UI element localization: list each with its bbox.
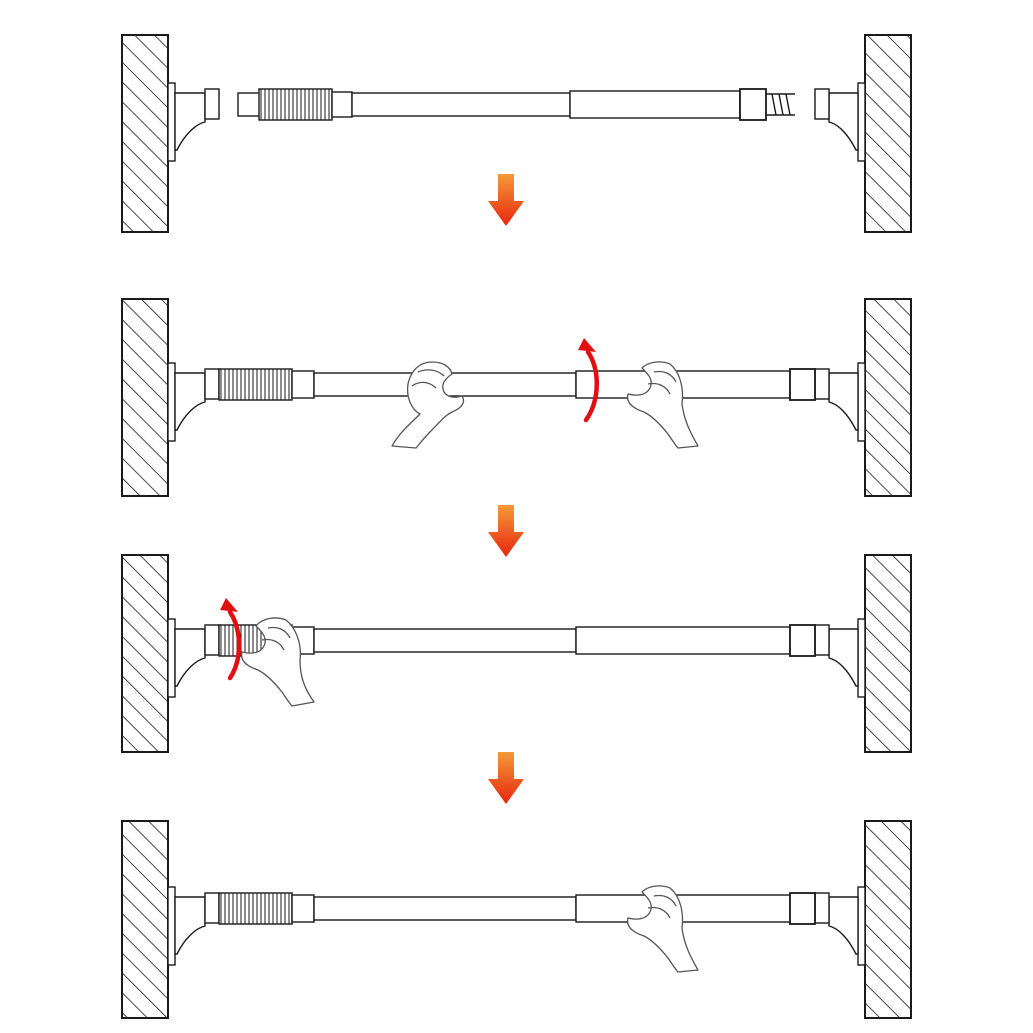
- right-end-cap: [814, 886, 866, 966]
- left-end-cap: [167, 618, 220, 698]
- step-2: [121, 298, 912, 497]
- left-end-cap: [167, 82, 220, 162]
- end-coupler: [789, 368, 816, 401]
- hand-icon: [240, 617, 315, 707]
- grip-collar: [258, 88, 333, 121]
- right-end-cap: [814, 362, 866, 442]
- end-coupler: [789, 624, 816, 657]
- inner-tube: [351, 92, 571, 117]
- right-wall: [864, 820, 912, 1019]
- down-arrow-icon: [488, 752, 524, 804]
- down-arrow-icon: [488, 505, 524, 557]
- rod-assembled: [218, 892, 816, 925]
- inner-tube: [313, 896, 577, 921]
- thread: [766, 93, 795, 116]
- right-wall: [864, 34, 912, 233]
- hand-icon: [626, 885, 699, 973]
- rotate-arrow-icon: [220, 598, 242, 681]
- step-3: [121, 554, 912, 753]
- rod-assembled: [218, 368, 816, 401]
- outer-tube: [569, 90, 741, 119]
- step-1: [121, 34, 912, 233]
- rotate-arrow-icon: [578, 338, 599, 423]
- right-end-cap: [814, 618, 866, 698]
- left-wall: [121, 820, 169, 1019]
- grip-collar: [218, 368, 293, 401]
- left-wall: [121, 34, 169, 233]
- end-coupler: [789, 892, 816, 925]
- end-coupler: [739, 88, 767, 121]
- hand-icon: [626, 361, 699, 449]
- left-end-cap: [167, 362, 220, 442]
- right-end-cap: [814, 82, 866, 162]
- rod-disassembled: [237, 88, 795, 121]
- hand-icon: [391, 361, 465, 449]
- left-wall: [121, 298, 169, 497]
- right-wall: [864, 554, 912, 753]
- inner-tube: [313, 628, 577, 653]
- right-wall: [864, 298, 912, 497]
- outer-tube: [575, 626, 791, 655]
- down-arrow-icon: [488, 174, 524, 226]
- left-wall: [121, 554, 169, 753]
- grip-collar: [218, 892, 293, 925]
- left-end-cap: [167, 886, 220, 966]
- rod-assembled: [218, 624, 816, 657]
- step-4: [121, 820, 912, 1019]
